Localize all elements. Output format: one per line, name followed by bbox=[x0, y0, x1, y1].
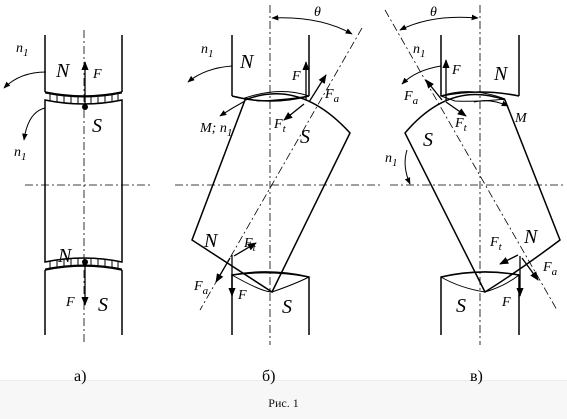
panel-label-v: в) bbox=[470, 368, 483, 385]
force-Fa-bottom bbox=[215, 257, 231, 283]
label-S-top: S bbox=[423, 129, 433, 151]
label-M: M bbox=[514, 111, 528, 126]
label-S-top: S bbox=[300, 126, 310, 148]
rotation-arrow-n1-side bbox=[404, 149, 411, 185]
contact-point-bottom bbox=[82, 259, 88, 265]
angle-arc-theta-v bbox=[399, 14, 479, 31]
panel-b: θ n1 N F Fa M; n1 Ft S N Ft Fa F S б) bbox=[175, 5, 380, 385]
label-F-top: F bbox=[451, 63, 461, 78]
label-F-top: F bbox=[92, 67, 102, 82]
label-N-top: N bbox=[493, 63, 509, 85]
rotor-body bbox=[191, 93, 351, 294]
panel-label-a: а) bbox=[74, 368, 86, 385]
label-S-bottom: S bbox=[456, 295, 466, 317]
force-Fa-top bbox=[308, 74, 327, 103]
rotation-arrow-M bbox=[219, 100, 246, 117]
label-F-bottom: F bbox=[237, 288, 247, 303]
label-n1-side: n1 bbox=[14, 145, 27, 163]
air-gap-top bbox=[44, 92, 123, 105]
rotation-arrow-n1-top bbox=[3, 71, 47, 89]
label-M-n1: M; n1 bbox=[199, 121, 232, 139]
force-Fa-top bbox=[425, 79, 443, 101]
label-n1-top: n1 bbox=[413, 42, 426, 60]
force-Ft-top bbox=[283, 103, 305, 121]
force-Fa-bottom bbox=[521, 257, 539, 281]
label-Ft-top: Ft bbox=[273, 117, 287, 135]
label-Fa-bottom: Fa bbox=[193, 279, 209, 297]
label-Fa-top: Fa bbox=[403, 89, 419, 107]
label-F-bottom: F bbox=[65, 295, 75, 310]
label-N-top: N bbox=[239, 51, 255, 73]
rotor-body bbox=[44, 99, 123, 263]
rotor-body bbox=[404, 93, 561, 294]
rotation-arrow-M bbox=[473, 100, 509, 107]
force-Ft-bottom bbox=[499, 254, 519, 265]
panel-a: n1 n1 N F S N F S а) bbox=[3, 30, 150, 385]
panel-v: θ n1 F N Fa S Ft M n1 Ft N Fa S F в) bbox=[384, 5, 566, 385]
label-F-top: F bbox=[291, 69, 301, 84]
label-n1-top: n1 bbox=[16, 41, 29, 59]
caption-area bbox=[0, 380, 567, 419]
air-gap-bottom bbox=[230, 272, 311, 293]
label-F-bottom: F bbox=[501, 295, 511, 310]
label-S-bottom: S bbox=[98, 294, 108, 316]
label-Ft-bottom: Ft bbox=[243, 236, 257, 254]
label-Ft-bottom: Ft bbox=[489, 235, 503, 253]
label-N-bottom: N bbox=[523, 226, 539, 248]
contact-point-top bbox=[82, 104, 88, 110]
label-n1-side: n1 bbox=[385, 151, 398, 169]
label-N-bottom: N bbox=[203, 230, 219, 252]
rotation-arrow-n1-top bbox=[187, 65, 233, 83]
rotation-arrow-n1-side bbox=[22, 107, 46, 141]
lower-magnet-face bbox=[231, 271, 310, 278]
label-n1-top: n1 bbox=[201, 42, 214, 60]
air-gap-top bbox=[243, 90, 310, 102]
label-theta-b: θ bbox=[314, 5, 321, 20]
label-N-top: N bbox=[55, 60, 71, 82]
force-Ft-top bbox=[445, 101, 467, 117]
tilted-axis-v bbox=[384, 9, 558, 311]
label-S-top: S bbox=[92, 115, 102, 137]
rotation-arrow-n1-top bbox=[401, 65, 442, 85]
force-Ft-bottom bbox=[233, 242, 257, 257]
label-Fa-bottom: Fa bbox=[542, 260, 558, 278]
label-Fa-top: Fa bbox=[324, 87, 340, 105]
tilted-axis-b bbox=[199, 27, 363, 311]
label-N-bottom: N bbox=[57, 245, 73, 267]
label-theta-v: θ bbox=[430, 5, 437, 20]
label-S-bottom: S bbox=[282, 296, 292, 318]
angle-arc-theta-b bbox=[271, 14, 353, 35]
figure-caption: Рис. 1 bbox=[268, 396, 299, 410]
label-Ft-top: Ft bbox=[454, 116, 468, 134]
air-gap-top bbox=[439, 91, 506, 102]
panel-label-b: б) bbox=[262, 368, 275, 385]
